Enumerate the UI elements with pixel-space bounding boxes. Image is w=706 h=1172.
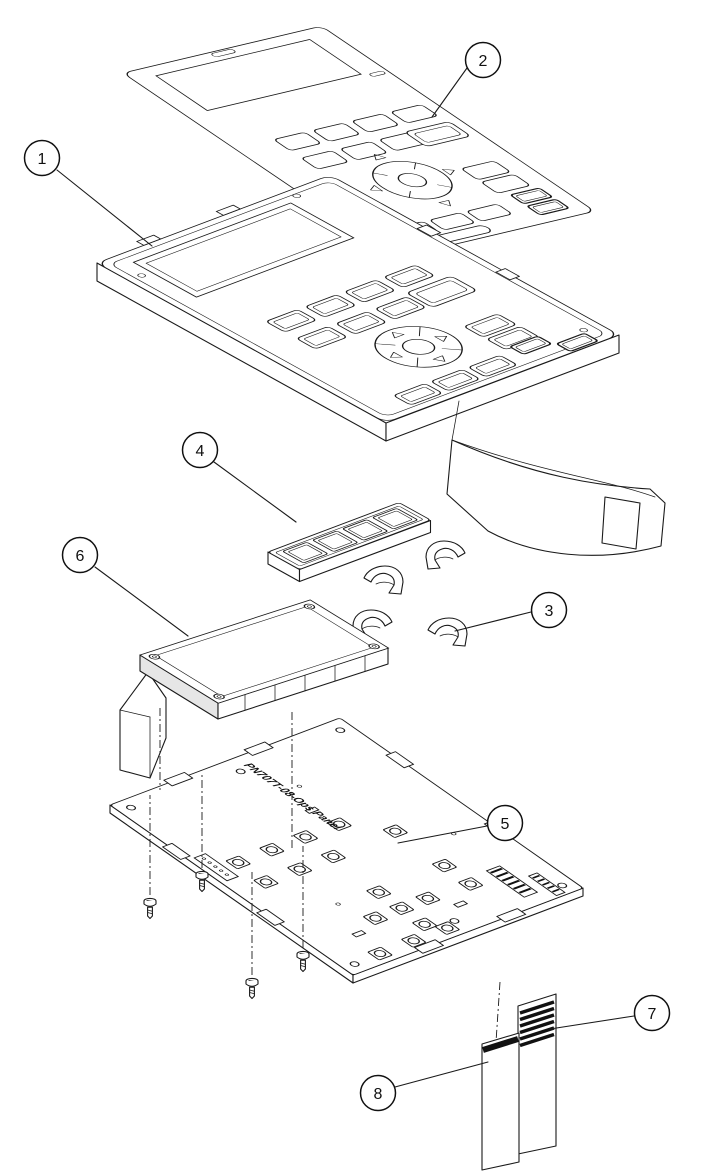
callout-5-number: 5 xyxy=(501,816,510,833)
control-pcb: PN707T-08-Ops Panel xyxy=(109,718,584,984)
pcb-flex-connector xyxy=(527,872,566,896)
front-bezel xyxy=(96,177,666,556)
callout-7-circle xyxy=(633,994,671,1032)
lcd-screen xyxy=(154,606,374,697)
callout-7: 7 xyxy=(549,994,671,1032)
callout-3: 3 xyxy=(454,591,568,632)
callout-4: 4 xyxy=(181,431,297,523)
bezel-nav-pad xyxy=(374,326,463,368)
screw xyxy=(143,897,157,920)
callout-6-number: 6 xyxy=(76,548,85,565)
callout-1-circle xyxy=(23,139,61,177)
callout-2-circle xyxy=(464,41,502,79)
callout-7-number: 7 xyxy=(648,1006,657,1023)
screw xyxy=(195,870,209,893)
callout-6-circle xyxy=(61,536,99,574)
screw xyxy=(296,950,310,973)
retaining-clips xyxy=(352,540,468,647)
membrane-lcd-window xyxy=(155,39,362,111)
callout-2: 2 xyxy=(431,41,502,118)
bezel-lcd-opening xyxy=(132,202,355,298)
callout-1: 1 xyxy=(23,139,153,247)
callout-5: 5 xyxy=(397,804,524,844)
callout-1-number: 1 xyxy=(38,151,47,168)
pcb-header-connector xyxy=(193,853,239,882)
screw xyxy=(245,977,259,1000)
callout-2-number: 2 xyxy=(479,53,488,70)
callout-3-number: 3 xyxy=(545,603,554,620)
callout-8: 8 xyxy=(359,1061,489,1112)
membrane-nav-pad xyxy=(370,154,455,207)
bezel-housing-pod xyxy=(446,400,666,556)
callout-4-number: 4 xyxy=(196,443,205,460)
callout-6: 6 xyxy=(61,536,189,637)
pcb-zebra-connector xyxy=(485,865,538,898)
flat-cable xyxy=(481,1032,520,1171)
callout-5-circle xyxy=(486,804,524,842)
lcd-flex-ribbon xyxy=(119,671,167,779)
callout-4-circle xyxy=(181,431,219,469)
key-strip xyxy=(267,502,432,583)
mounting-screws xyxy=(143,708,310,1000)
callout-3-circle xyxy=(530,591,568,629)
callout-8-circle xyxy=(359,1074,397,1112)
callout-8-number: 8 xyxy=(374,1086,383,1103)
lcd-module xyxy=(119,599,390,779)
membrane-overlay xyxy=(126,27,592,257)
flex-cable-striped xyxy=(495,981,557,1155)
